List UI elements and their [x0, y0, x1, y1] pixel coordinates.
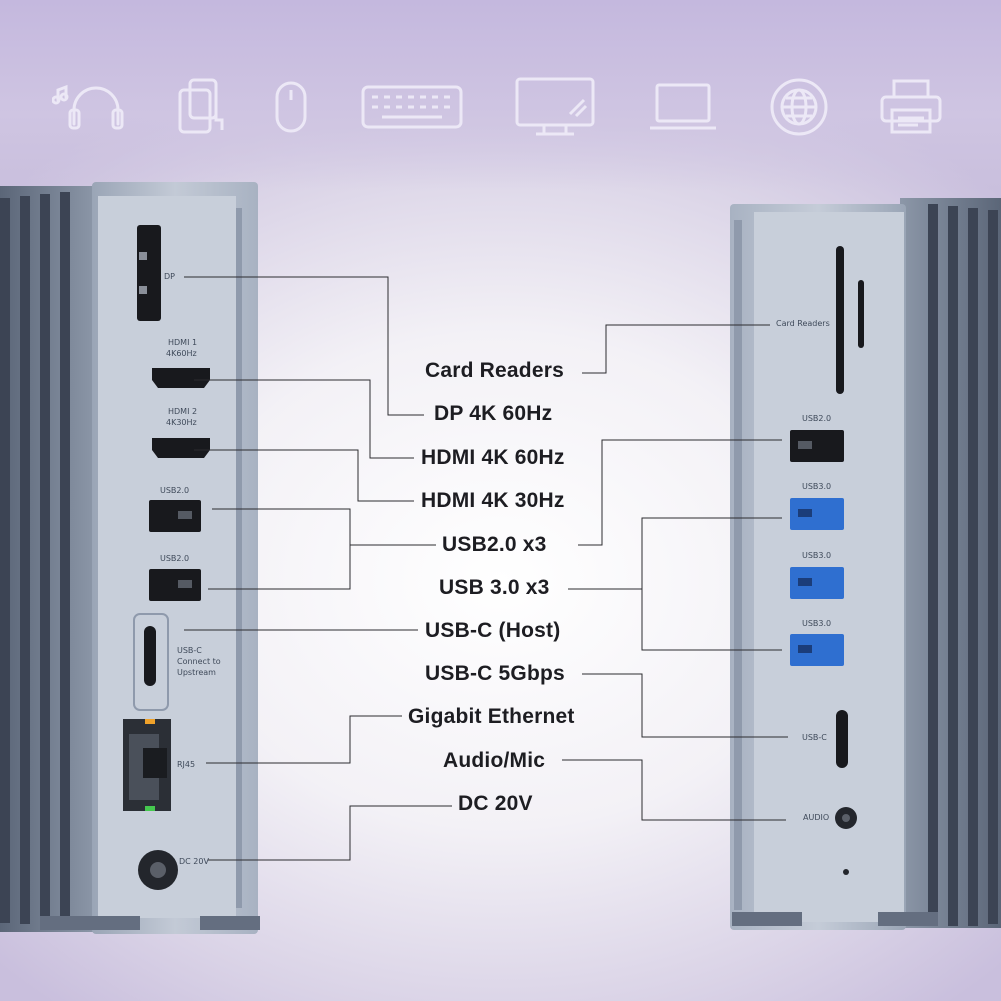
left-label-rj45: RJ45	[177, 760, 196, 769]
left-label-usbc-line2: Connect to	[177, 657, 221, 666]
tf-card-slot	[858, 280, 864, 348]
hdmi1-port	[152, 368, 210, 388]
headphones-icon	[52, 84, 124, 130]
callout-usb2: USB2.0 x3	[442, 533, 547, 556]
right-label-usb3-b: USB3.0	[802, 551, 832, 560]
callout-usb3: USB 3.0 x3	[439, 576, 550, 599]
right-label-usbc: USB-C	[802, 733, 827, 742]
leader-hdmi2	[194, 449, 414, 502]
callout-hdmi2: HDMI 4K 30Hz	[421, 489, 565, 512]
leader-usbc-5g	[582, 673, 788, 738]
right-label-usb3-a: USB3.0	[802, 482, 832, 491]
leader-card-readers	[582, 324, 770, 374]
sd-card-slot	[836, 246, 844, 394]
callout-hdmi1: HDMI 4K 60Hz	[421, 446, 565, 469]
left-label-hdmi2-line1: HDMI 2	[168, 407, 198, 416]
callout-ethernet: Gigabit Ethernet	[408, 705, 575, 728]
leader-dp	[184, 276, 424, 416]
keyboard-icon	[361, 85, 463, 129]
right-label-card-readers: Card Readers	[776, 319, 830, 328]
laptop-icon	[650, 83, 716, 130]
top-background-band	[0, 0, 1001, 190]
mouse-icon	[275, 81, 307, 133]
left-label-dp: DP	[164, 272, 175, 281]
leader-usb2-right	[578, 439, 782, 546]
right-label-usb2: USB2.0	[802, 414, 832, 423]
left-label-usb2-b: USB2.0	[160, 554, 190, 563]
leader-audio	[562, 759, 786, 821]
left-label-usbc-line1: USB-C	[177, 646, 202, 655]
usb2-port-right	[790, 430, 844, 462]
right-label-usb3-c: USB3.0	[802, 619, 832, 628]
leader-usb3-right	[568, 517, 782, 651]
hdmi2-port	[152, 438, 210, 458]
device-icons-row	[0, 0, 1001, 160]
right-label-audio: AUDIO	[803, 813, 830, 822]
usb3-port-b	[790, 567, 844, 599]
usb3-port-c	[790, 634, 844, 666]
usb2-port-b	[149, 569, 201, 601]
globe-icon	[770, 78, 828, 136]
leader-hdmi1	[194, 379, 414, 459]
callout-usbc-5g: USB-C 5Gbps	[425, 662, 565, 685]
callout-usbc-host: USB-C (Host)	[425, 619, 561, 642]
external-drive-icon	[178, 78, 224, 134]
callout-audio: Audio/Mic	[443, 749, 546, 772]
callout-dc: DC 20V	[458, 792, 533, 815]
usb2-port-a	[149, 500, 201, 532]
left-label-hdmi2-line2: 4K30Hz	[166, 418, 197, 427]
leader-usb2-left	[208, 508, 351, 590]
right-dock-unit	[730, 198, 1001, 930]
left-dock-unit	[0, 182, 260, 934]
monitor-icon	[515, 77, 595, 136]
left-label-hdmi1-line1: HDMI 1	[168, 338, 198, 347]
callout-card-readers: Card Readers	[425, 359, 564, 382]
left-label-usb2-a: USB2.0	[160, 486, 190, 495]
left-label-usbc-line3: Upstream	[177, 668, 216, 677]
left-label-hdmi1-line2: 4K60Hz	[166, 349, 197, 358]
callout-dp: DP 4K 60Hz	[434, 402, 553, 425]
dp-port	[137, 225, 161, 321]
left-label-dc: DC 20V	[179, 857, 209, 866]
printer-icon	[880, 79, 942, 134]
leader-ethernet	[206, 715, 402, 764]
usbc-host-port	[144, 626, 156, 686]
usbc-5g-port	[836, 710, 848, 768]
leader-dc	[208, 805, 452, 861]
usb3-port-a	[790, 498, 844, 530]
